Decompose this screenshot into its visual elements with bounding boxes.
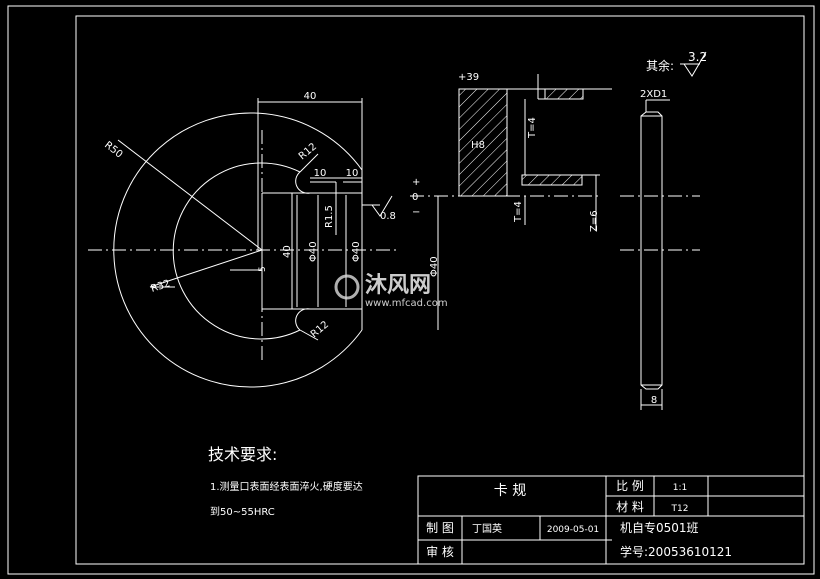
tolerance-view-labels: +39 H8 T=4 T=4 Z=6 Φ40 0 + − — [412, 72, 600, 277]
inner-border — [75, 15, 805, 565]
scale-value: 1:1 — [673, 483, 687, 493]
plus-sign: + — [412, 177, 420, 188]
material-value: T12 — [671, 504, 689, 514]
chamfer-label: 2XD1 — [640, 89, 667, 100]
drawn-label: 制 图 — [426, 521, 454, 535]
outer-border — [7, 5, 815, 575]
hole-tolerance-zone — [458, 88, 508, 197]
side-view-labels: 2XD1 8 — [640, 89, 667, 406]
dim-width: 40 — [304, 91, 317, 102]
tolerance-view — [410, 74, 612, 330]
zero-line-label: 0 — [412, 192, 418, 203]
tech-title: 技术要求: — [208, 445, 277, 464]
roughness-value: 0.8 — [380, 211, 396, 222]
inner-arc — [172, 162, 301, 340]
watermark-logo-icon — [334, 274, 360, 300]
t-upper: T=4 — [527, 117, 538, 139]
radius-small: R1.5 — [324, 205, 335, 228]
surface-finish-value: 3.2 — [688, 50, 707, 64]
drawn-name: 丁国英 — [472, 522, 502, 535]
front-view-labels: 40 R50 R32 R12 R12 10 10 R1.5 0.8 40 Φ40… — [102, 91, 396, 340]
scale-label: 比 例 — [616, 479, 644, 493]
t-lower: T=4 — [513, 201, 524, 223]
minus-sign: − — [412, 207, 420, 218]
radius-inner: R32 — [150, 278, 172, 295]
dim-phi-1: Φ40 — [308, 241, 319, 262]
radius-notch-bottom: R12 — [309, 319, 331, 340]
radius-notch-top: R12 — [297, 141, 319, 162]
tech-line-2: 到50~55HRC — [210, 506, 275, 518]
class-name: 机自专0501班 — [620, 520, 699, 535]
check-label: 审 核 — [426, 544, 454, 559]
thickness-label: 8 — [651, 395, 657, 406]
side-view — [620, 99, 700, 410]
dim-slot-1: 10 — [314, 168, 327, 179]
tech-line-1: 1.测量口表面经表面淬火,硬度要达 — [210, 480, 363, 493]
dim-offset: 5 — [258, 266, 268, 272]
title-block-labels: 卡 规 比 例 1:1 材 料 T12 制 图 丁国英 2009-05-01 机… — [426, 479, 732, 559]
surface-finish: 其余: 3.2 — [646, 50, 707, 77]
watermark-brand: 沐风网 — [365, 273, 431, 298]
material-label: 材 料 — [616, 500, 644, 514]
dim-opening: 40 — [282, 245, 293, 258]
tech-requirements: 技术要求: 1.测量口表面经表面淬火,硬度要达 到50~55HRC — [208, 445, 363, 518]
student-id: 学号:20053610121 — [620, 544, 732, 559]
dim-slot-2: 10 — [346, 168, 359, 179]
part-name: 卡 规 — [494, 483, 526, 499]
phi-diameter: Φ40 — [429, 256, 440, 277]
surface-finish-label: 其余: — [646, 58, 674, 73]
roughness-symbol — [683, 51, 707, 77]
watermark-url: www.mfcad.com — [365, 298, 448, 309]
gauge-go-zone — [544, 88, 584, 100]
drawn-date: 2009-05-01 — [547, 525, 599, 535]
fit-grade: H8 — [471, 140, 485, 151]
front-view — [88, 98, 400, 388]
title-block — [417, 475, 805, 565]
dim-phi-2: Φ40 — [351, 241, 362, 262]
gauge-nogo-zone — [521, 174, 583, 186]
watermark: 沐风网 www.mfcad.com — [334, 273, 448, 309]
z-value: Z=6 — [589, 210, 600, 232]
upper-deviation: +39 — [458, 72, 479, 83]
